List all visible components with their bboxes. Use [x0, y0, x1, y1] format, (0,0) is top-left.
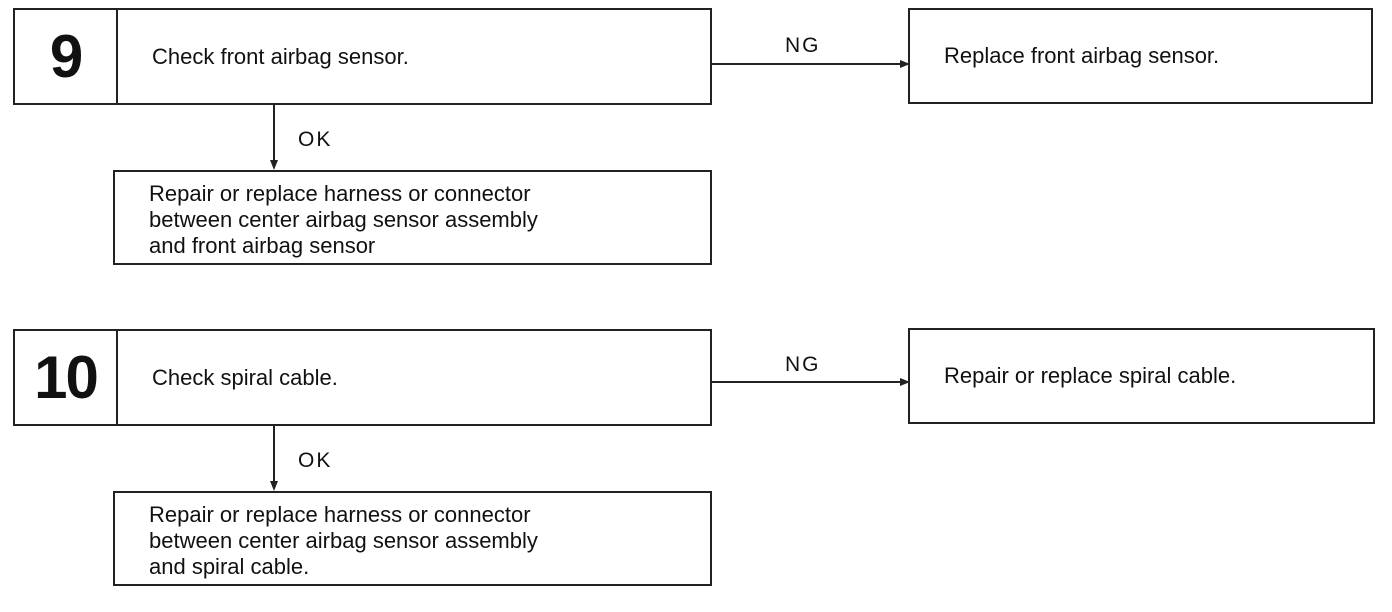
step-9-ng-connector — [712, 63, 902, 65]
step-10-check-text: Check spiral cable. — [152, 364, 338, 390]
step-9-ng-result-box: Replace front airbag sensor. — [908, 8, 1373, 104]
step-10-ng-result-text: Repair or replace spiral cable. — [944, 363, 1237, 388]
step-9-ok-action-line-3: and front airbag sensor — [149, 233, 376, 258]
step-10-ok-action-line-1: Repair or replace harness or connector — [149, 502, 531, 527]
step-9-check-text: Check front airbag sensor. — [152, 43, 409, 69]
step-9-ok-action-line-2: between center airbag sensor assembly — [149, 207, 538, 232]
step-10-ok-arrowhead — [270, 481, 278, 491]
step-9-ng-label: NG — [785, 34, 821, 57]
step-10-ok-action-box: Repair or replace harness or connector b… — [113, 491, 712, 586]
step-9-ok-arrowhead — [270, 160, 278, 170]
step-10-check-box: 10 Check spiral cable. — [13, 329, 712, 426]
step-9-ok-connector — [273, 105, 275, 161]
step-10-ok-action-line-3: and spiral cable. — [149, 554, 310, 579]
step-10-ng-result-box: Repair or replace spiral cable. — [908, 328, 1375, 424]
step-10-ng-label: NG — [785, 353, 821, 376]
step-10-number: 10 — [15, 331, 118, 424]
step-9-ng-result-text: Replace front airbag sensor. — [944, 43, 1220, 68]
step-10-ng-connector — [712, 381, 902, 383]
step-9-number: 9 — [15, 10, 118, 103]
step-9-ok-label: OK — [298, 128, 333, 151]
step-10-ng-arrowhead — [900, 378, 910, 386]
step-9-ok-action-box: Repair or replace harness or connector b… — [113, 170, 712, 265]
step-9-ng-arrowhead — [900, 60, 910, 68]
step-10-ok-label: OK — [298, 449, 333, 472]
step-10-ok-connector — [273, 426, 275, 482]
step-9-check-box: 9 Check front airbag sensor. — [13, 8, 712, 105]
step-10-ok-action-line-2: between center airbag sensor assembly — [149, 528, 538, 553]
step-9-ok-action-line-1: Repair or replace harness or connector — [149, 181, 531, 206]
